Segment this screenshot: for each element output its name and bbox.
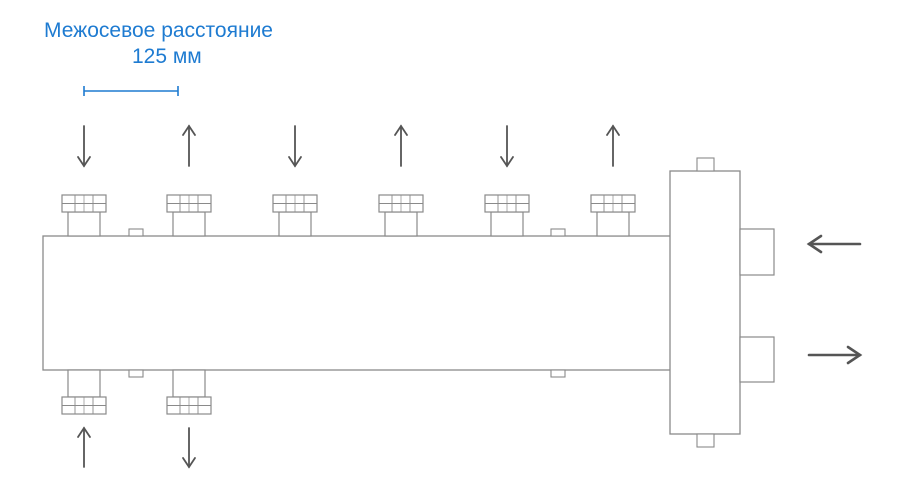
bottom-port-2 [166, 369, 212, 415]
hydraulic-separator [669, 170, 741, 435]
side-flow-arrow-1 [806, 234, 862, 254]
bottom-flow-arrow-1 [77, 426, 91, 468]
separator-port-lower [739, 336, 775, 383]
manifold-body [42, 235, 676, 371]
top-flow-arrow-2 [182, 124, 196, 167]
plug-bottom-right [550, 369, 566, 378]
spacing-value: 125 мм [132, 45, 202, 68]
bottom-flow-arrow-2 [182, 427, 196, 469]
top-port-4 [378, 194, 424, 237]
side-flow-arrow-2 [807, 345, 863, 365]
plug-bottom-left [128, 369, 144, 378]
spacing-label: Межосевое расстояние 125 мм [44, 18, 344, 70]
bottom-port-1 [61, 369, 107, 415]
spacing-dimension-line [83, 86, 179, 96]
top-flow-arrow-3 [288, 125, 302, 168]
separator-top-cap [696, 157, 715, 172]
top-port-2 [166, 194, 212, 237]
separator-port-upper [739, 228, 775, 276]
top-port-1 [61, 194, 107, 237]
spacing-title: Межосевое расстояние [44, 19, 273, 42]
plug-top-right [550, 228, 566, 237]
top-port-6 [590, 194, 636, 237]
separator-bottom-cap [696, 433, 715, 448]
top-port-3 [272, 194, 318, 237]
top-port-5 [484, 194, 530, 237]
top-flow-arrow-6 [606, 124, 620, 167]
top-flow-arrow-1 [77, 125, 91, 168]
top-flow-arrow-5 [500, 125, 514, 168]
top-flow-arrow-4 [394, 124, 408, 167]
plug-top-left [128, 228, 144, 237]
